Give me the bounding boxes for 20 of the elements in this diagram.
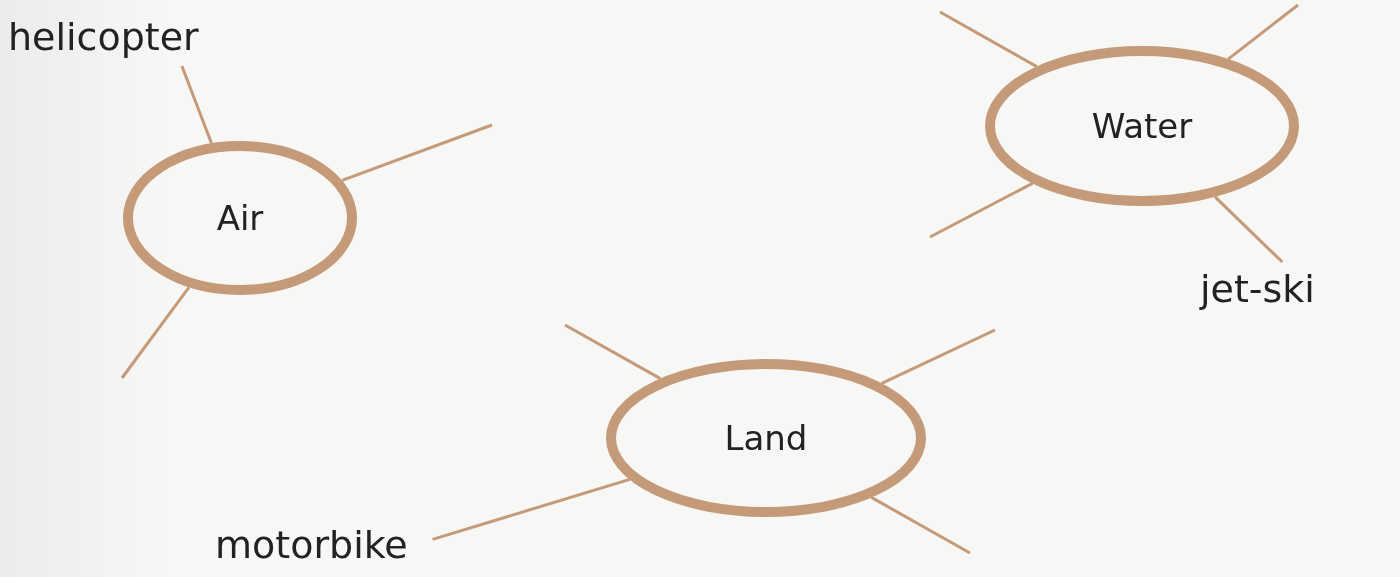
connector-line bbox=[1214, 195, 1284, 264]
word-label: helicopter bbox=[8, 16, 199, 60]
ellipse-node bbox=[606, 359, 926, 517]
connector-line bbox=[881, 328, 996, 385]
ellipse-node bbox=[985, 46, 1299, 206]
connector-line bbox=[929, 182, 1034, 239]
word-label: motorbike bbox=[215, 524, 408, 568]
connector-line bbox=[870, 496, 971, 555]
connector-line bbox=[564, 323, 662, 380]
connector-line bbox=[180, 65, 213, 144]
node-label: Air bbox=[216, 198, 264, 238]
connector-line bbox=[432, 478, 631, 541]
connector-line bbox=[939, 10, 1038, 68]
connector-line bbox=[1227, 3, 1299, 61]
connector-line bbox=[341, 123, 493, 182]
node-label: Land bbox=[724, 418, 808, 458]
ellipse-node bbox=[123, 141, 357, 295]
connector-line bbox=[120, 286, 191, 379]
word-label: jet-ski bbox=[1200, 268, 1315, 312]
node-label: Water bbox=[1091, 106, 1193, 146]
